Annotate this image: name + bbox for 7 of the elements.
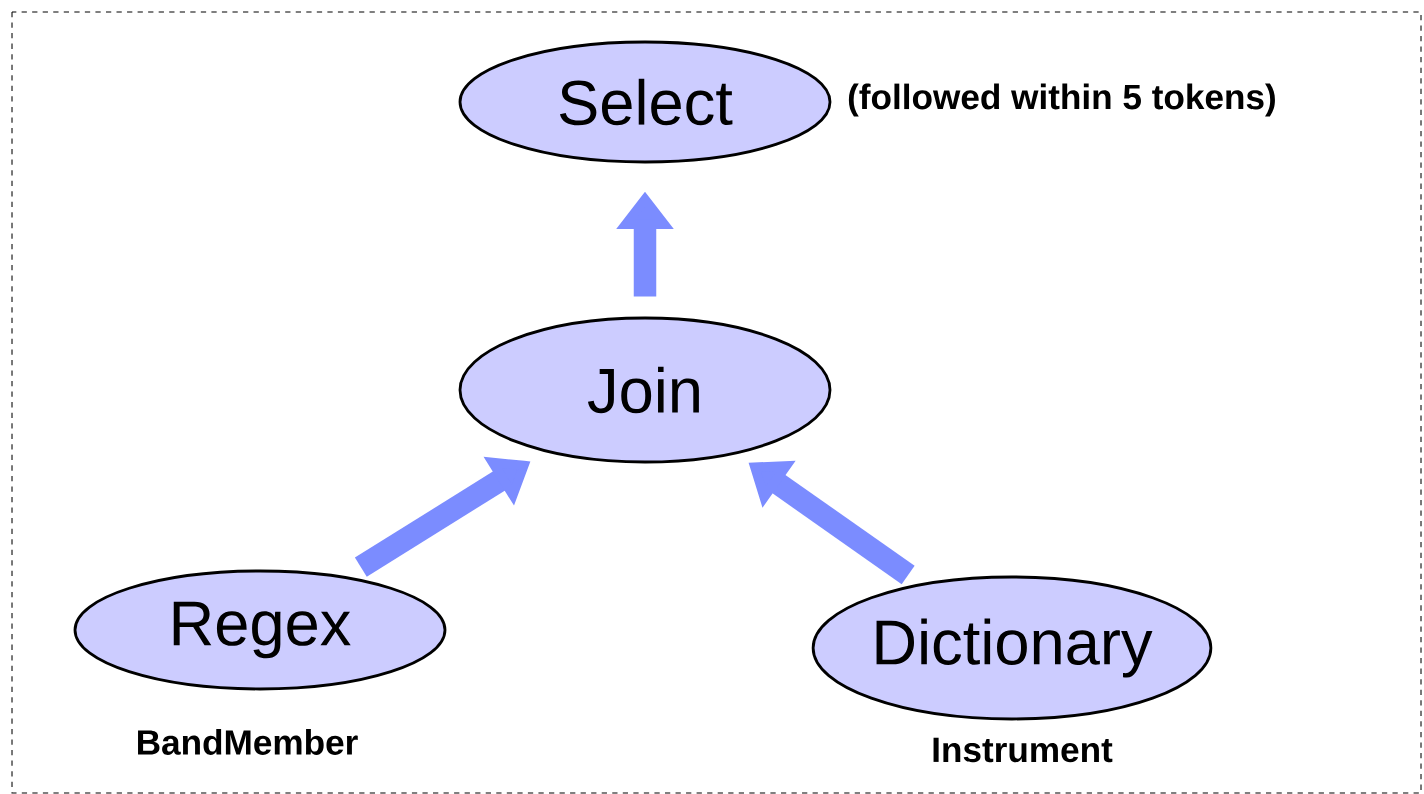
ellipse-node: Join xyxy=(458,316,832,464)
ellipse-node: Regex xyxy=(73,569,447,691)
annotation-text: (followed within 5 tokens) xyxy=(848,83,1275,117)
annotation-text: BandMember xyxy=(138,729,358,755)
ellipse-node: Dictionary xyxy=(811,575,1213,721)
ellipse-node: Select xyxy=(458,40,832,164)
annotation-text: Instrument xyxy=(933,737,1113,763)
